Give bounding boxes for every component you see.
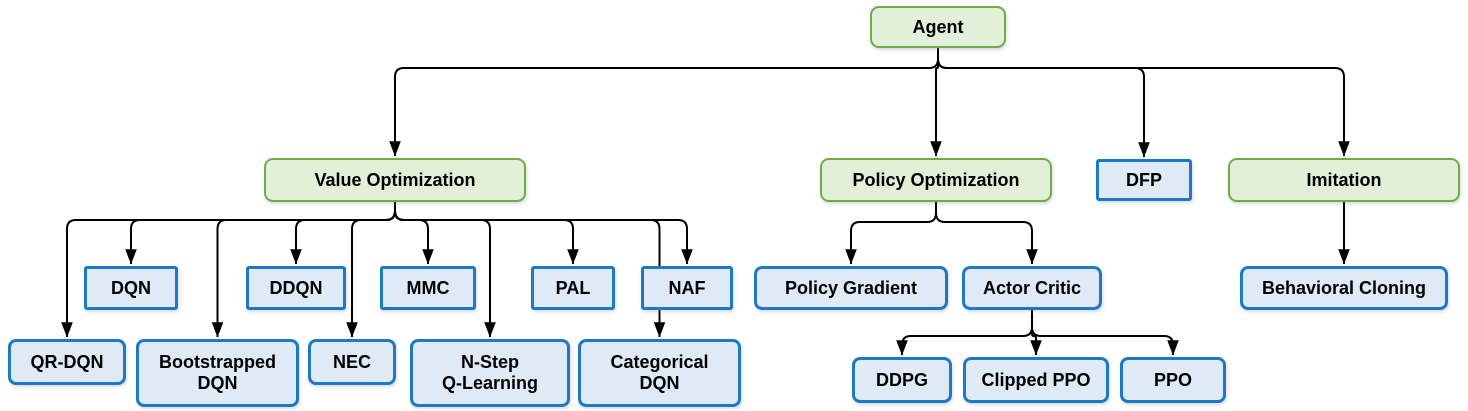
node-actor_critic[interactable]: Actor Critic — [962, 266, 1102, 310]
node-label-ddpg: DDPG — [875, 369, 928, 390]
node-pal[interactable]: PAL — [531, 266, 615, 310]
node-ddpg[interactable]: DDPG — [852, 357, 952, 403]
node-label-policy_optimization: Policy Optimization — [852, 169, 1020, 190]
node-label-actor_critic: Actor Critic — [982, 277, 1081, 298]
node-label-mmc: MMC — [406, 277, 450, 298]
edge-policy_optimization-to-policy_gradient — [845, 202, 937, 265]
node-policy_gradient[interactable]: Policy Gradient — [754, 266, 948, 310]
node-ppo[interactable]: PPO — [1120, 357, 1226, 403]
node-label-dfp: DFP — [1126, 169, 1162, 190]
node-qr_dqn[interactable]: QR-DQN — [8, 339, 126, 385]
node-label-naf: NAF — [668, 277, 706, 298]
edge-value_optimization-to-pal — [394, 202, 579, 265]
edge-value_optimization-to-dqn — [125, 202, 396, 265]
node-ddqn[interactable]: DDQN — [246, 266, 346, 310]
edge-actor_critic-to-ppo — [1031, 310, 1179, 356]
edge-policy_optimization-to-actor_critic — [935, 202, 1038, 265]
node-label-dqn: DQN — [111, 277, 151, 298]
node-label-value_optimization: Value Optimization — [314, 169, 476, 190]
node-label-pal: PAL — [555, 277, 591, 298]
node-mmc[interactable]: MMC — [380, 266, 476, 310]
node-naf[interactable]: NAF — [641, 266, 733, 310]
node-label-ppo: PPO — [1153, 369, 1192, 390]
edge-actor_critic-to-clipped_ppo — [1030, 310, 1042, 356]
node-label-ddqn: DDQN — [269, 277, 323, 298]
node-label-agent: Agent — [912, 16, 964, 37]
edge-agent-to-value_optimization — [389, 48, 939, 157]
node-nec[interactable]: NEC — [308, 339, 396, 385]
node-clipped_ppo[interactable]: Clipped PPO — [963, 357, 1109, 403]
node-label-qr_dqn: QR-DQN — [30, 351, 104, 372]
edge-value_optimization-to-ddqn — [290, 202, 396, 265]
node-value_optimization[interactable]: Value Optimization — [264, 158, 526, 202]
node-behavioral_cloning[interactable]: Behavioral Cloning — [1240, 266, 1448, 310]
node-dfp[interactable]: DFP — [1096, 159, 1192, 201]
node-label-nec: NEC — [332, 351, 371, 372]
node-label-policy_gradient: Policy Gradient — [784, 277, 918, 298]
node-label-behavioral_cloning: Behavioral Cloning — [1261, 277, 1427, 298]
edge-agent-to-imitation — [937, 48, 1350, 157]
node-dqn[interactable]: DQN — [84, 266, 178, 310]
edge-agent-to-dfp — [937, 48, 1150, 158]
node-imitation[interactable]: Imitation — [1228, 158, 1460, 202]
node-policy_optimization[interactable]: Policy Optimization — [820, 158, 1052, 202]
edge-actor_critic-to-ddpg — [896, 310, 1033, 356]
edge-value_optimization-to-mmc — [394, 202, 434, 265]
node-label-clipped_ppo: Clipped PPO — [981, 369, 1091, 390]
edge-agent-to-policy_optimization — [930, 48, 942, 157]
node-agent[interactable]: Agent — [870, 6, 1006, 48]
node-label-imitation: Imitation — [1306, 169, 1382, 190]
edge-value_optimization-to-naf — [394, 202, 693, 265]
